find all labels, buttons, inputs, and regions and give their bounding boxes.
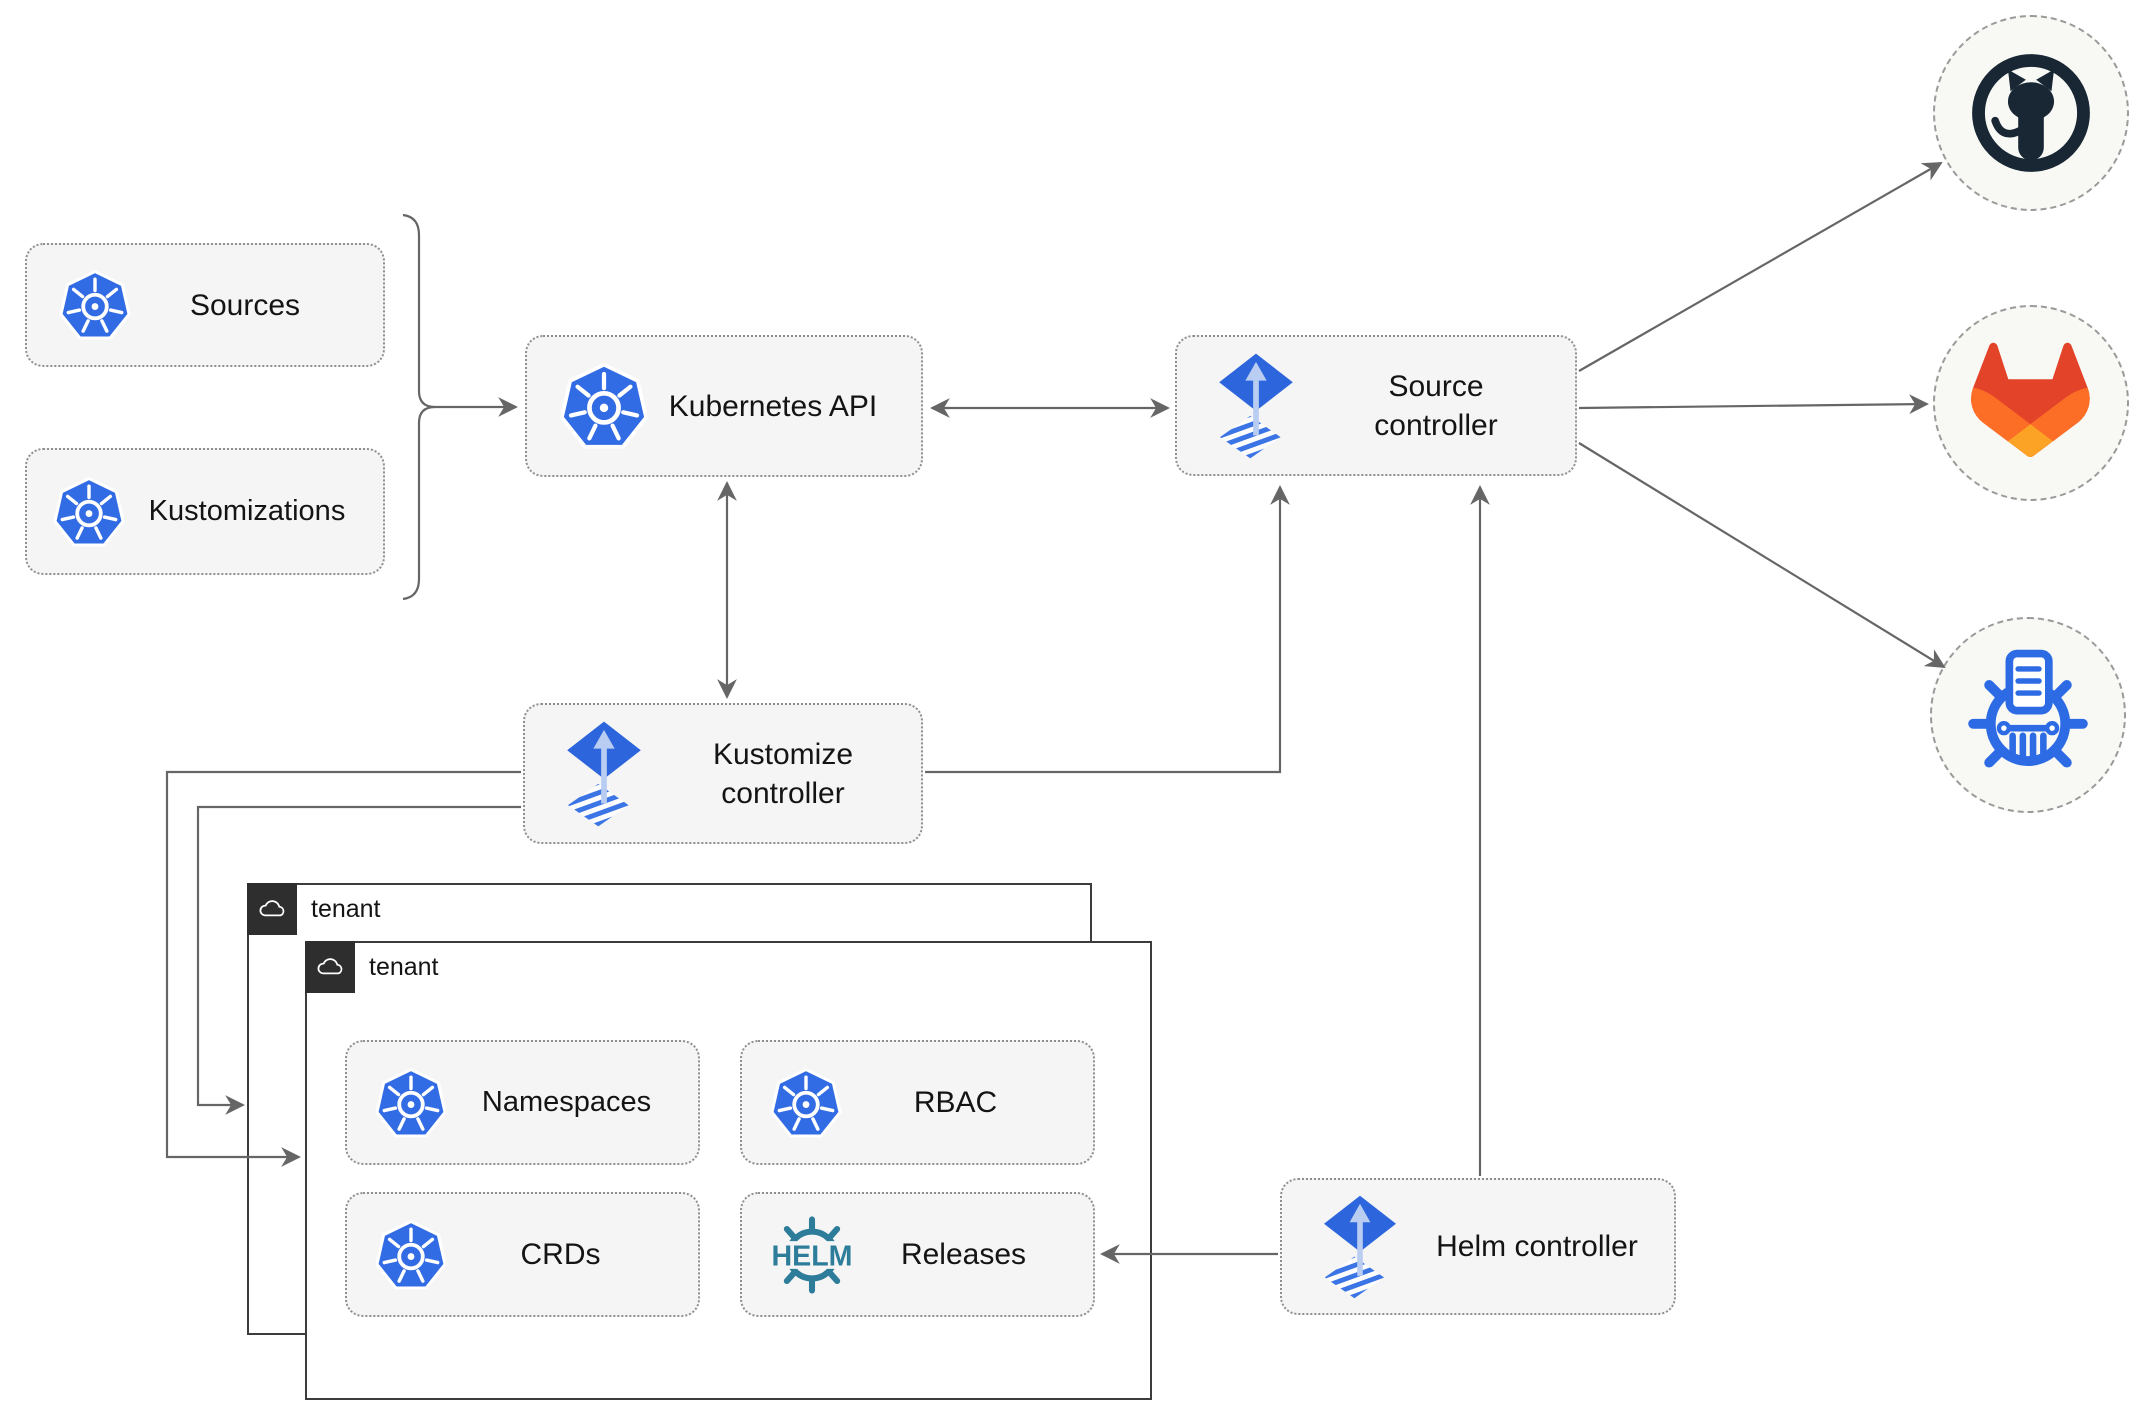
gitlab-endpoint: [1933, 305, 2129, 501]
node-namespaces: Namespaces: [345, 1040, 700, 1165]
node-label: Source controller: [1297, 367, 1575, 445]
node-label: Namespaces: [481, 1085, 652, 1118]
helm-icon: HELM: [760, 1213, 864, 1297]
node-source-controller: Source controller: [1175, 335, 1577, 476]
node-label: Kubernetes API: [668, 389, 878, 423]
kubernetes-icon: [768, 1065, 844, 1141]
group-brace: [402, 213, 436, 601]
kubernetes-icon: [557, 359, 651, 453]
node-releases: HELM Releases: [740, 1192, 1095, 1317]
node-label-text: Helm controller: [1436, 1230, 1638, 1263]
node-label: Kustomizations: [148, 494, 346, 527]
node-label: Kustomize controller: [645, 735, 921, 813]
chartmuseum-icon: [1968, 649, 2088, 768]
cloud-badge: [247, 883, 297, 935]
node-label: Sources: [189, 288, 301, 322]
node-label: Helm controller: [1400, 1227, 1674, 1266]
node-rbac: RBAC: [740, 1040, 1095, 1165]
cloud-icon: [317, 958, 343, 975]
cloud-icon: [259, 900, 285, 917]
node-label: CRDs: [520, 1238, 601, 1271]
node-label: RBAC: [913, 1086, 998, 1119]
node-label-text: Source controller: [1374, 369, 1498, 442]
node-label: Releases: [900, 1238, 1027, 1271]
flux-icon: [1320, 1194, 1400, 1300]
node-crds: CRDs: [345, 1192, 700, 1317]
node-kubernetes-api: Kubernetes API: [525, 335, 923, 477]
flux-icon: [563, 720, 645, 828]
link-source-to-github: [1578, 162, 1943, 372]
kubernetes-icon: [51, 474, 127, 550]
node-helm-controller: Helm controller: [1280, 1178, 1676, 1315]
kubernetes-icon: [57, 267, 133, 343]
chart-repository-endpoint: [1930, 617, 2126, 813]
link-source-to-chart-repository: [1578, 442, 1946, 669]
tenant-label: tenant: [369, 952, 439, 981]
gitlab-icon: [1971, 342, 2090, 458]
github-endpoint: [1933, 15, 2129, 211]
tenant-group-front: tenant: [305, 941, 1152, 1400]
node-kustomizations: Kustomizations: [25, 448, 385, 575]
tenant-label: tenant: [311, 894, 381, 923]
node-kustomize-controller: Kustomize controller: [523, 703, 923, 844]
link-kustomize-to-source: [925, 485, 1290, 774]
node-label-text: Kustomize controller: [712, 737, 854, 810]
node-sources: Sources: [25, 243, 385, 367]
link-source-to-gitlab: [1578, 394, 1929, 415]
flux-icon: [1215, 352, 1297, 460]
kubernetes-icon: [373, 1065, 449, 1141]
github-icon: [1972, 54, 2090, 172]
helm-wordmark: HELM: [771, 1240, 852, 1272]
cloud-badge: [305, 941, 355, 993]
kubernetes-icon: [373, 1217, 449, 1293]
